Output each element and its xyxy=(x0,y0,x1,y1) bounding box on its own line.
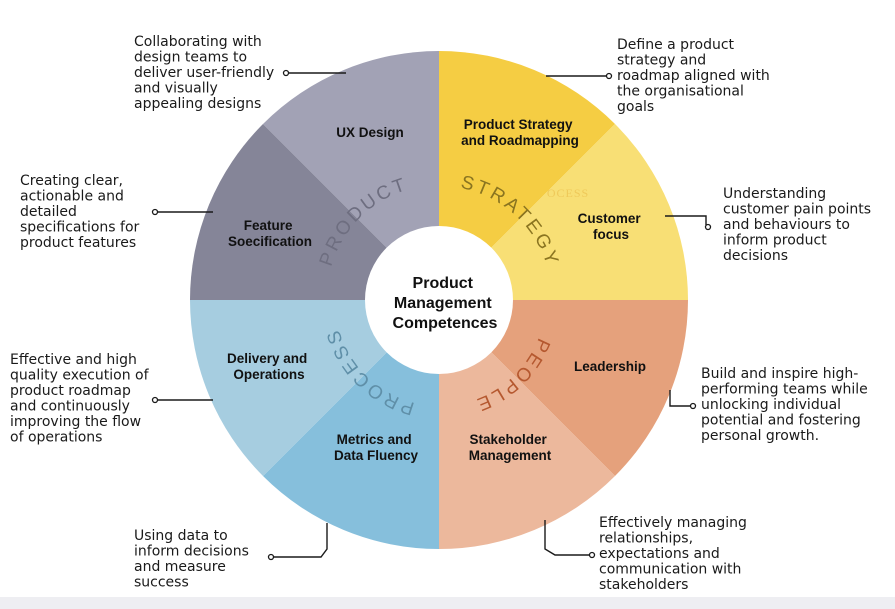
connector-lines xyxy=(155,72,707,558)
segment-stakeholder-management[interactable] xyxy=(439,300,615,549)
segment-metrics-data[interactable] xyxy=(263,300,439,549)
dot-stakeholder-management xyxy=(588,551,596,559)
dot-metrics-data xyxy=(267,553,275,561)
label-delivery-operations: Delivery and Operations xyxy=(227,351,311,382)
label-leadership: Leadership xyxy=(574,359,646,374)
connector-leadership xyxy=(669,390,693,407)
desc-delivery-operations: Effective and high quality execution of … xyxy=(10,352,153,446)
dot-customer-focus xyxy=(704,223,712,231)
desc-feature-specification: Creating clear, actionable and detailed … xyxy=(20,173,144,251)
desc-product-strategy: Define a product strategy and roadmap al… xyxy=(617,37,774,115)
label-ux-design: UX Design xyxy=(336,125,404,140)
segment-customer-focus[interactable] xyxy=(439,124,688,300)
label-product-strategy: Product Strategy and Roadmapping xyxy=(461,117,579,148)
bottom-band xyxy=(0,597,895,609)
dot-feature-specification xyxy=(151,208,159,216)
segment-delivery-operations[interactable] xyxy=(190,300,439,476)
segment-leadership[interactable] xyxy=(439,300,688,476)
desc-stakeholder-management: Effectively managing relationships, expe… xyxy=(599,515,751,593)
ghost-process-text: OCESS xyxy=(547,186,589,200)
segment-feature-specification[interactable] xyxy=(190,124,439,300)
segment-product-strategy[interactable] xyxy=(439,51,615,300)
desc-leadership: Build and inspire high- performing teams… xyxy=(701,366,872,444)
center-title: Product Management Competences xyxy=(393,275,498,332)
connector-stakeholder-management xyxy=(544,520,592,556)
dot-leadership xyxy=(689,402,697,410)
connector-metrics-data xyxy=(271,523,328,558)
connector-dots xyxy=(151,69,712,561)
dot-ux-design xyxy=(282,69,290,77)
label-customer-focus: Customer focus xyxy=(578,211,645,242)
connector-customer-focus xyxy=(665,215,707,225)
label-metrics-data: Metrics and Data Fluency xyxy=(334,432,419,463)
label-stakeholder-management: Stakeholder Management xyxy=(469,432,552,463)
center-circle xyxy=(365,226,513,374)
segment-ux-design[interactable] xyxy=(263,51,439,300)
desc-metrics-data: Using data to inform decisions and measu… xyxy=(134,528,253,591)
dot-product-strategy xyxy=(605,72,613,80)
label-feature-specification: Feature Soecification xyxy=(228,218,312,249)
desc-customer-focus: Understanding customer pain points and b… xyxy=(723,186,876,264)
dot-delivery-operations xyxy=(151,396,159,404)
wheel-segments xyxy=(190,51,688,549)
desc-ux-design: Collaborating with design teams to deliv… xyxy=(134,34,279,112)
